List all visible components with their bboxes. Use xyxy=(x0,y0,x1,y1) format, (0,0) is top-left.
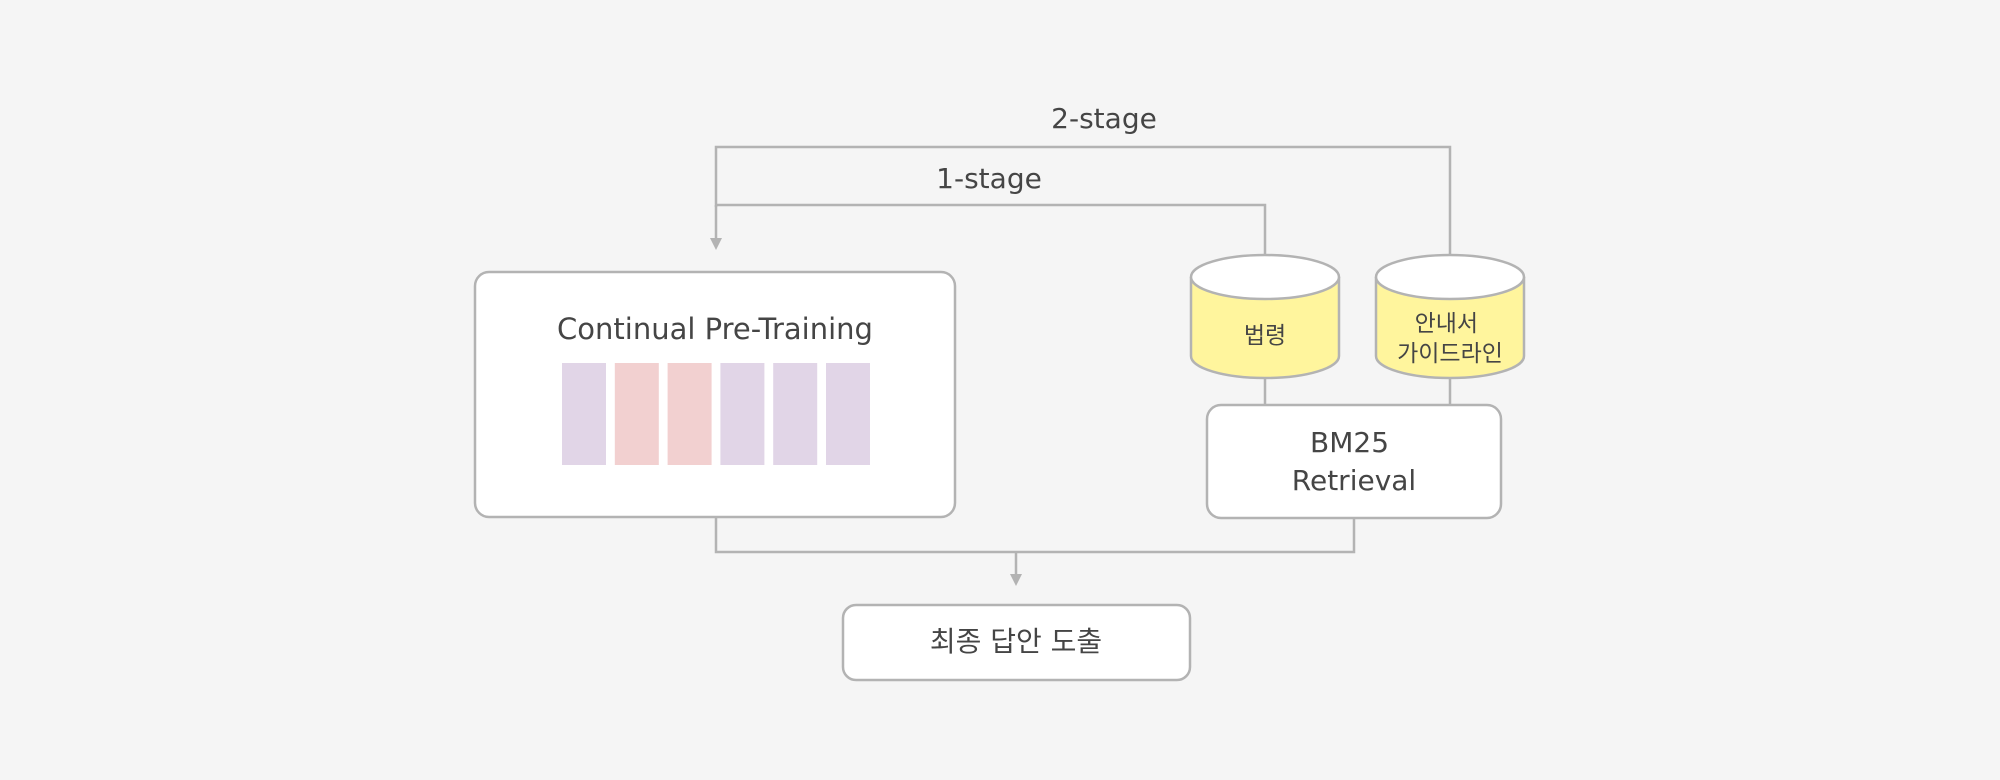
guide-database-label: 안내서 가이드라인 xyxy=(1397,311,1503,367)
bm25-label: BM25 Retrieval xyxy=(1292,426,1416,497)
cpt-title: Continual Pre-Training xyxy=(557,312,873,346)
cpt-blocks xyxy=(562,363,870,465)
law-database: 법령 xyxy=(1189,253,1341,380)
stage1-label: 1-stage xyxy=(936,162,1042,195)
stage2-label: 2-stage xyxy=(1051,102,1157,135)
law-database-label: 법령 xyxy=(1244,323,1286,349)
bm25-box: BM25 Retrieval xyxy=(1205,403,1503,520)
final-answer-label: 최종 답안 도출 xyxy=(930,625,1102,658)
stage2-connector xyxy=(714,145,1452,255)
stage1-connector xyxy=(716,203,1267,255)
cpt-block xyxy=(826,363,870,465)
guide-database: 안내서 가이드라인 xyxy=(1374,253,1526,380)
bm25-line-2: Retrieval xyxy=(1292,464,1416,497)
guide-database-line-2: 가이드라인 xyxy=(1397,341,1503,367)
final-answer-box: 최종 답안 도출 xyxy=(841,603,1192,682)
cpt-block xyxy=(562,363,606,465)
guide-database-line-1: 안내서 xyxy=(1415,311,1478,337)
cpt-box: Continual Pre-Training xyxy=(473,270,957,519)
cpt-block xyxy=(773,363,818,465)
bm25-line-1: BM25 xyxy=(1310,426,1389,459)
law-database-line: 법령 xyxy=(1244,323,1286,349)
cpt-block xyxy=(720,363,765,465)
cpt-block xyxy=(614,363,659,465)
merge-connector xyxy=(714,517,1356,554)
cpt-block xyxy=(667,363,712,465)
